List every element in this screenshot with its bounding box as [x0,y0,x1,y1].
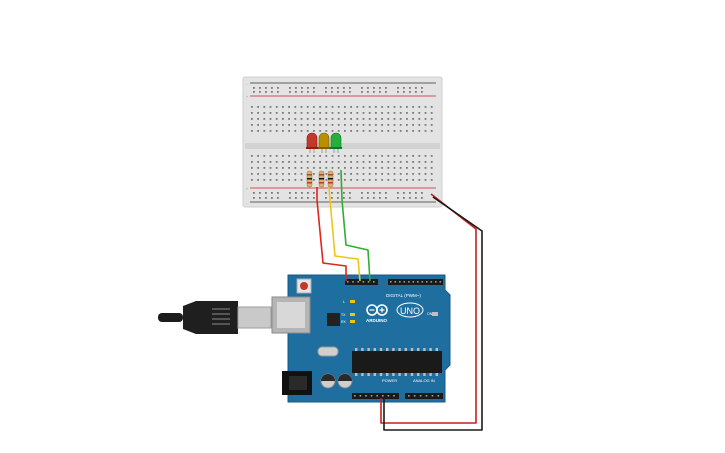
green-led[interactable] [330,132,342,153]
breadboard-body [242,76,443,208]
analog-header [405,393,443,399]
rx-led-label: RX [341,320,347,324]
yellow-signal-wire[interactable] [328,186,361,282]
atmega-chip [352,351,442,373]
l-led [350,300,355,303]
crystal [317,346,339,357]
red-led[interactable] [306,132,318,153]
breadboard[interactable]: - + + - [242,76,443,208]
tx-led [350,313,355,316]
rail-plus-label: + [246,95,248,99]
resistor-1[interactable] [306,170,313,188]
rx-led [350,320,355,323]
rail-plus-label-bottom: + [246,187,248,191]
uno-label: UNO [400,306,420,316]
terminal-holes [251,106,433,181]
on-label: ON [427,312,433,316]
top-rail-holes [253,87,423,93]
usb-plug-metal [237,306,272,329]
analog-header-label: ANALOG IN [413,378,435,383]
rail-minus-label: - [246,82,248,86]
on-led [432,312,438,316]
uno-badge [396,302,424,318]
bottom-rail-holes [253,192,423,199]
resistor-3[interactable] [327,170,334,188]
usb-plug-grip [212,308,230,325]
usb-cable-cord [158,313,183,322]
tx-led-label: TX [341,313,346,317]
yellow-led[interactable] [318,132,330,153]
resistor-2[interactable] [318,170,325,188]
rail-minus-label-bottom: - [246,201,248,205]
usb-cable[interactable] [158,301,272,334]
power-header-label: POWER [382,378,397,383]
arduino-wordmark: ARDUINO [366,318,387,323]
l-led-label: L [343,300,345,304]
center-channel [245,143,440,149]
digital-pins [347,281,442,283]
power-analog-pins [354,395,440,397]
red-signal-wire[interactable] [316,187,347,281]
digital-header-right [388,279,443,285]
digital-header-label: DIGITAL (PWM~) [386,293,421,298]
arduino-uno-board[interactable]: DIGITAL (PWM~) L TX RX ARDUINO UNO ON [271,274,451,403]
arduino-logo [366,304,388,316]
usb-plug-body [183,301,238,334]
digital-header-left [345,279,378,285]
ground-wire[interactable] [383,196,483,431]
usb-chip [327,313,340,326]
power-header [352,393,399,399]
atmega-chip-pins [355,348,438,376]
green-signal-wire[interactable] [340,169,371,282]
